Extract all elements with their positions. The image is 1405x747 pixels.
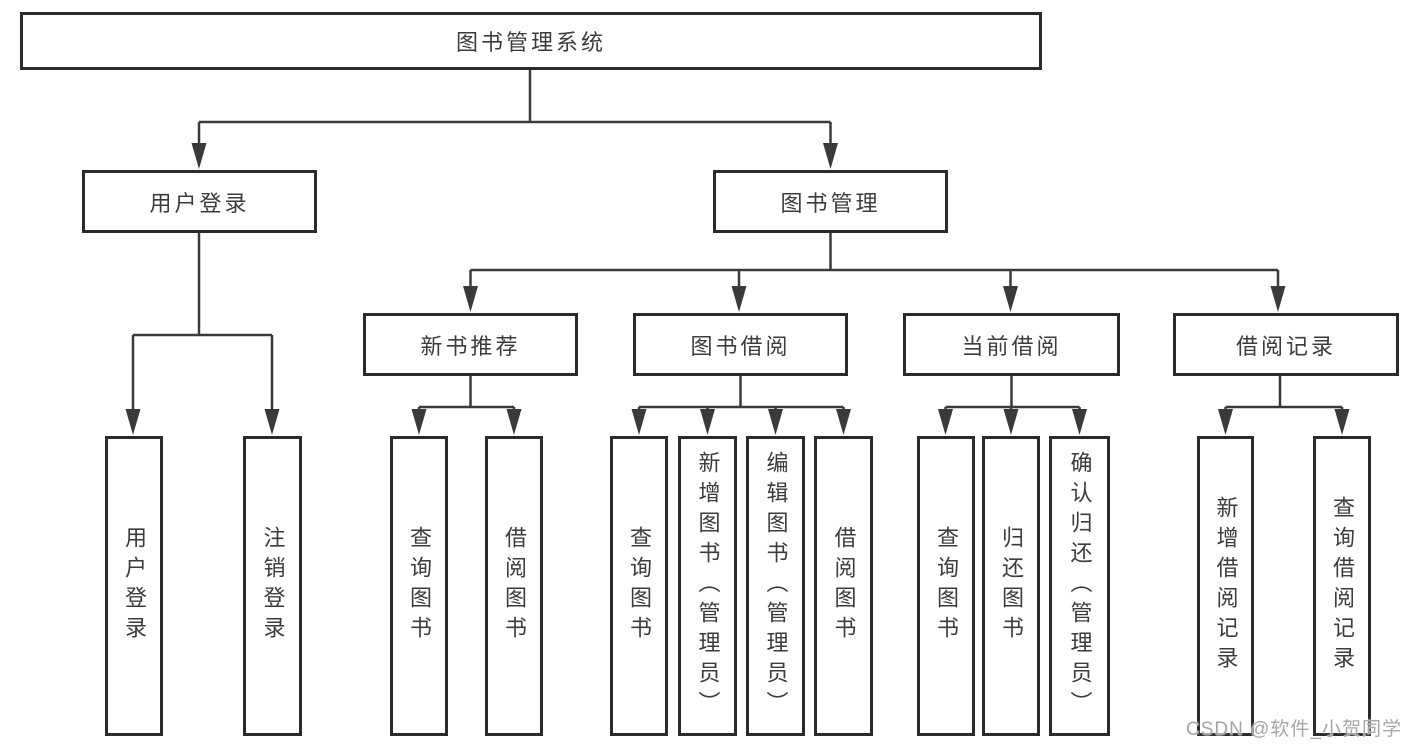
- leaf-label: 查询图书: [407, 526, 432, 646]
- leaf-label: 注销登录: [260, 526, 286, 646]
- node-root: 图书管理系统: [20, 12, 1042, 70]
- node-book-borrow: 图书借阅: [633, 313, 848, 376]
- leaf-label: 确认归还（管理员）: [1067, 451, 1093, 721]
- leaf-label: 编辑图书（管理员）: [763, 451, 789, 721]
- leaf-confirm-return-admin: 确认归还（管理员）: [1049, 436, 1110, 736]
- leaf-label: 查询图书: [934, 526, 959, 646]
- leaf-label: 归还图书: [999, 526, 1024, 646]
- connector-root-to-level2: [197, 70, 832, 147]
- leaf-query-books-borrow: 查询图书: [610, 436, 668, 736]
- leaf-query-borrow-record: 查询借阅记录: [1313, 436, 1371, 736]
- connector-bookmgmt-to-level3: [469, 233, 1280, 290]
- leaf-return-books: 归还图书: [982, 436, 1040, 736]
- leaf-label: 查询图书: [627, 526, 652, 646]
- leaf-borrow-books: 借阅图书: [814, 436, 873, 736]
- connector-recommend-to-leaves: [417, 376, 516, 414]
- leaf-add-borrow-record: 新增借阅记录: [1197, 436, 1254, 736]
- leaf-label: 查询借阅记录: [1330, 496, 1355, 676]
- node-borrow-records: 借阅记录: [1173, 313, 1399, 376]
- node-book-management: 图书管理: [713, 170, 948, 233]
- leaf-borrow-books-recommend: 借阅图书: [485, 436, 543, 736]
- csdn-watermark: CSDN @软件_小贺同学: [1186, 719, 1402, 740]
- leaf-label: 借阅图书: [502, 526, 527, 646]
- leaf-label: 新增借阅记录: [1213, 496, 1239, 676]
- connector-records-to-leaves: [1224, 376, 1344, 414]
- node-new-book-recommend: 新书推荐: [363, 313, 578, 376]
- node-current-borrow: 当前借阅: [903, 313, 1120, 376]
- leaf-logout: 注销登录: [243, 436, 302, 736]
- node-user-login: 用户登录: [82, 170, 317, 233]
- leaf-label: 新增图书（管理员）: [695, 451, 721, 721]
- leaf-label: 借阅图书: [831, 526, 857, 646]
- leaf-edit-books-admin: 编辑图书（管理员）: [746, 436, 805, 736]
- leaf-label: 用户登录: [122, 526, 147, 646]
- leaf-user-login: 用户登录: [105, 436, 163, 736]
- connector-current-to-leaves: [944, 376, 1081, 414]
- connector-userlogin-to-leaves: [131, 233, 274, 413]
- leaf-query-books-current: 查询图书: [917, 436, 975, 736]
- leaf-add-books-admin: 新增图书（管理员）: [678, 436, 737, 736]
- leaf-query-books-recommend: 查询图书: [390, 436, 448, 736]
- connector-borrow-to-leaves: [637, 376, 845, 414]
